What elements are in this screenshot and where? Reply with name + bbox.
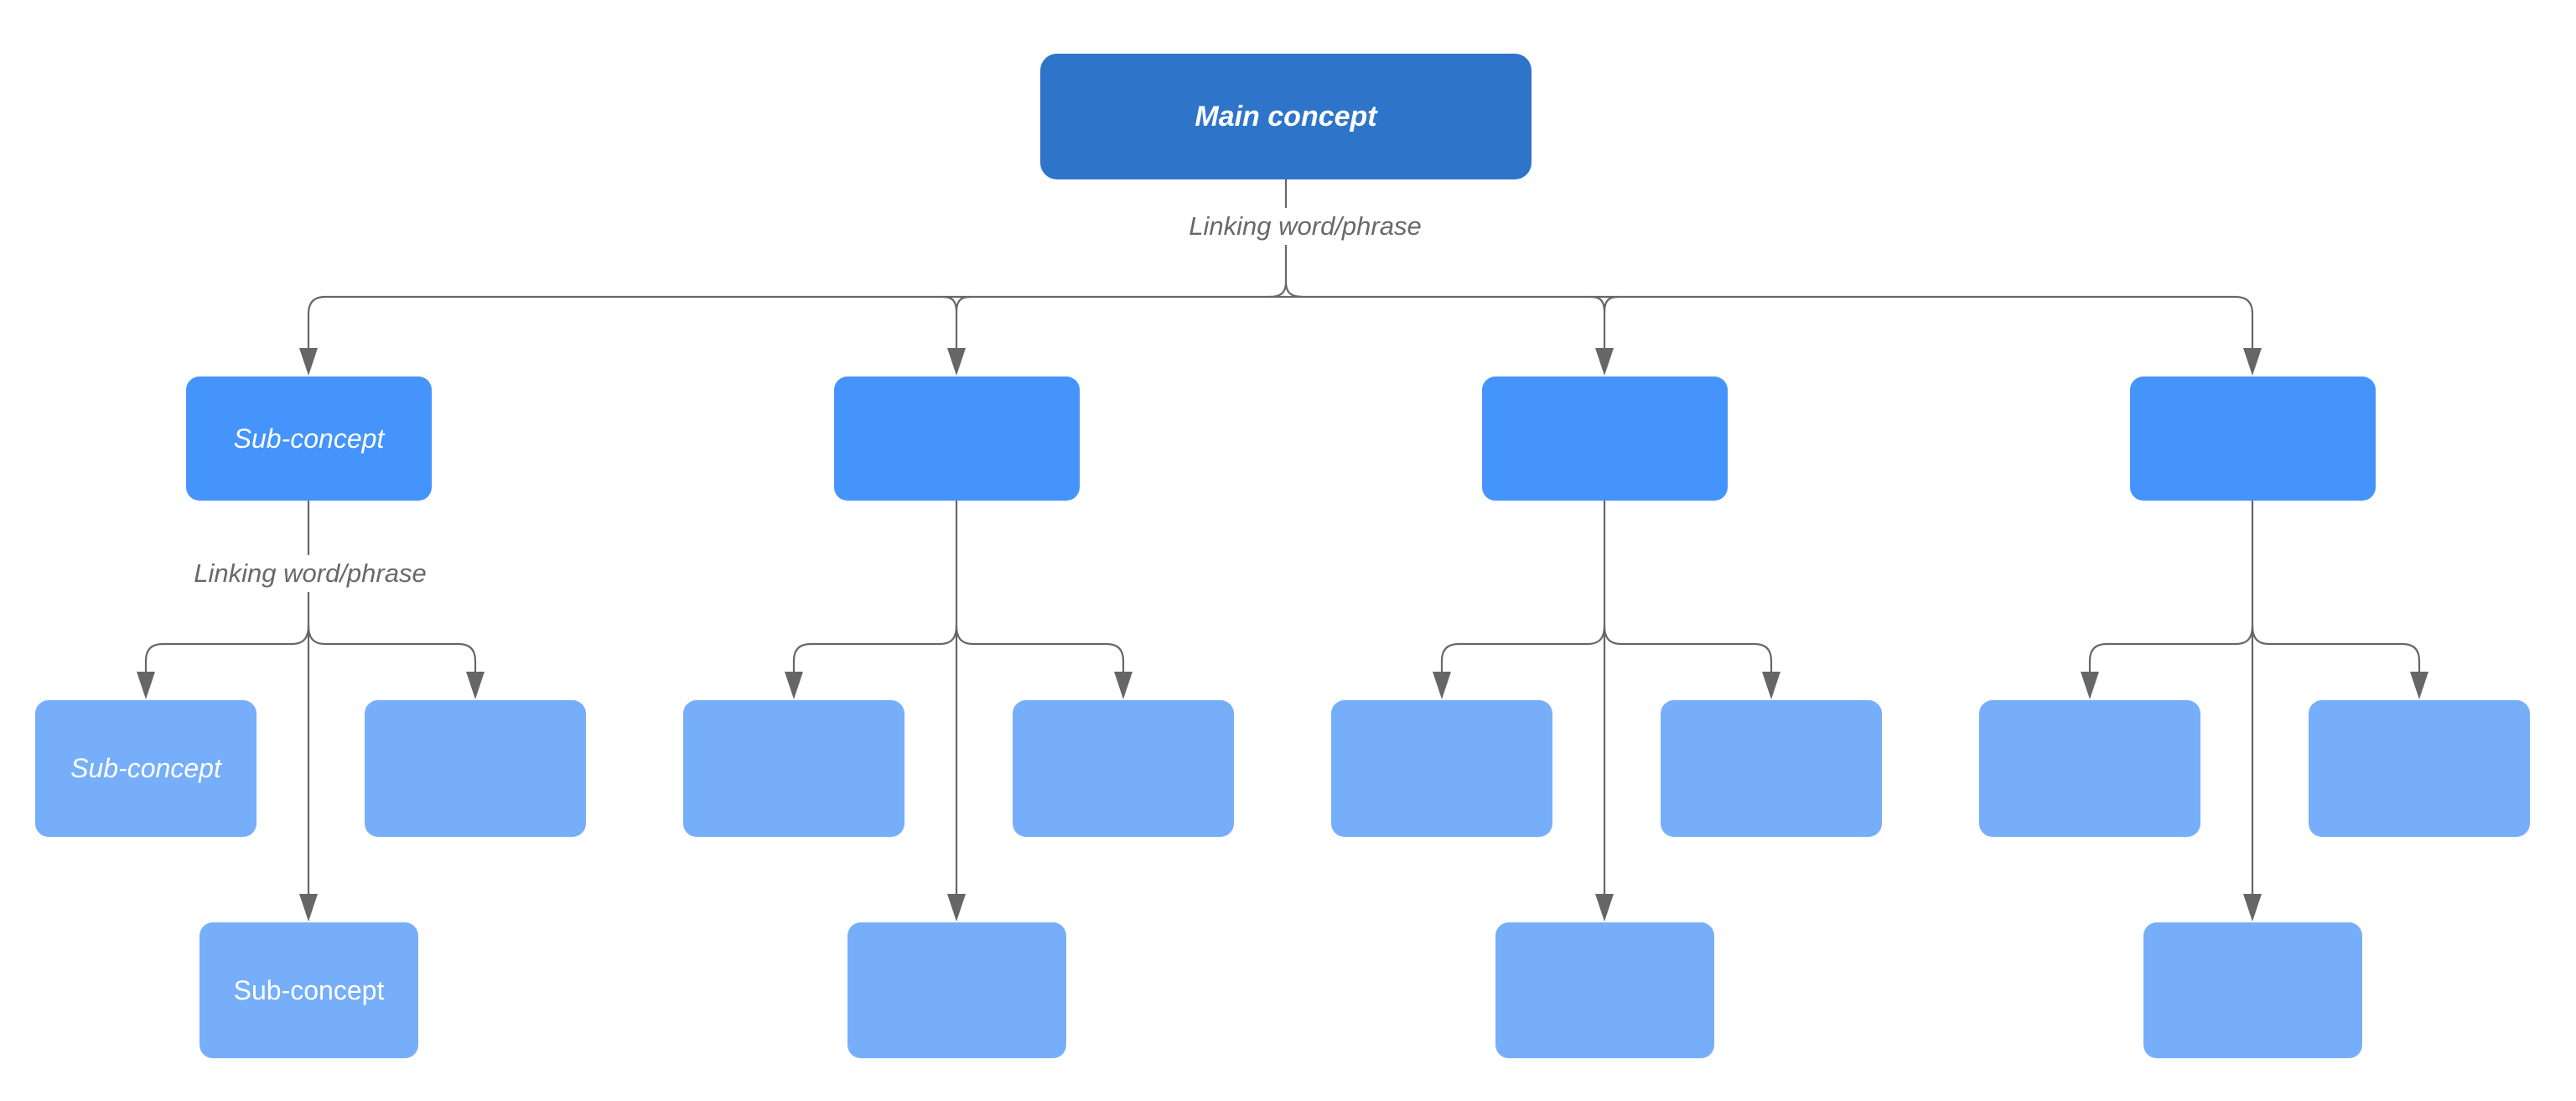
edge-group2-right[interactable] — [955, 625, 1125, 673]
edge-group1-left[interactable] — [144, 625, 310, 673]
linking-word-label-top[interactable]: Linking word/phrase — [1179, 208, 1432, 245]
arrowhead-sub3 — [1595, 348, 1614, 376]
sub-concept-label-1: Sub-concept — [233, 423, 385, 454]
arrowhead-leaf1 — [137, 672, 155, 699]
edge-group3-right[interactable] — [1603, 625, 1773, 673]
main-concept-label: Main concept — [1195, 100, 1377, 132]
bottom-node-3[interactable] — [1495, 922, 1714, 1058]
leaf-node-1[interactable]: Sub-concept — [35, 700, 257, 837]
arrowhead-leaf7 — [2081, 672, 2099, 699]
arrowhead-sub2 — [947, 348, 966, 376]
bottom-node-2[interactable] — [847, 922, 1066, 1058]
bottom-node-4[interactable] — [2143, 922, 2362, 1058]
leaf-node-2[interactable] — [365, 700, 586, 837]
edge-drop-sub3[interactable] — [1590, 295, 1619, 349]
arrowhead-sub4 — [2243, 348, 2262, 376]
arrowhead-leaf3 — [785, 672, 803, 699]
edge-group4-right[interactable] — [2251, 625, 2421, 673]
leaf-node-8[interactable] — [2309, 700, 2530, 837]
sub-concept-node-2[interactable] — [834, 377, 1080, 501]
leaf-node-6[interactable] — [1661, 700, 1882, 837]
edge-group3-left[interactable] — [1440, 625, 1606, 673]
leaf-label-1: Sub-concept — [70, 753, 221, 783]
arrowhead-leaf6 — [1762, 672, 1780, 699]
arrowhead-leaf2 — [466, 672, 485, 699]
edge-top-spine[interactable] — [307, 295, 2254, 349]
main-concept-node[interactable]: Main concept — [1040, 54, 1532, 179]
arrowhead-bottom2 — [947, 894, 966, 922]
arrowhead-leaf4 — [1114, 672, 1133, 699]
arrowhead-leaf5 — [1433, 672, 1451, 699]
edge-group1-right[interactable] — [307, 625, 477, 673]
edge-group2-left[interactable] — [792, 625, 958, 673]
edge-group4-left[interactable] — [2088, 625, 2254, 673]
sub-concept-node-4[interactable] — [2130, 377, 2376, 501]
sub-concept-node-3[interactable] — [1482, 377, 1728, 501]
leaf-node-3[interactable] — [683, 700, 904, 837]
leaf-node-4[interactable] — [1013, 700, 1234, 837]
arrowhead-bottom4 — [2243, 894, 2262, 922]
arrowhead-sub1 — [299, 348, 318, 376]
leaf-node-5[interactable] — [1331, 700, 1552, 837]
bottom-label-1: Sub-concept — [233, 974, 385, 1005]
bottom-node-1[interactable]: Sub-concept — [200, 922, 418, 1058]
arrowhead-leaf8 — [2410, 672, 2428, 699]
leaf-node-7[interactable] — [1979, 700, 2200, 837]
sub-concept-node-1[interactable]: Sub-concept — [186, 377, 432, 501]
edge-drop-sub2[interactable] — [942, 295, 971, 349]
linking-word-label-group1[interactable]: Linking word/phrase — [184, 555, 437, 592]
arrowhead-bottom3 — [1595, 894, 1614, 922]
arrowhead-bottom1 — [299, 894, 318, 922]
